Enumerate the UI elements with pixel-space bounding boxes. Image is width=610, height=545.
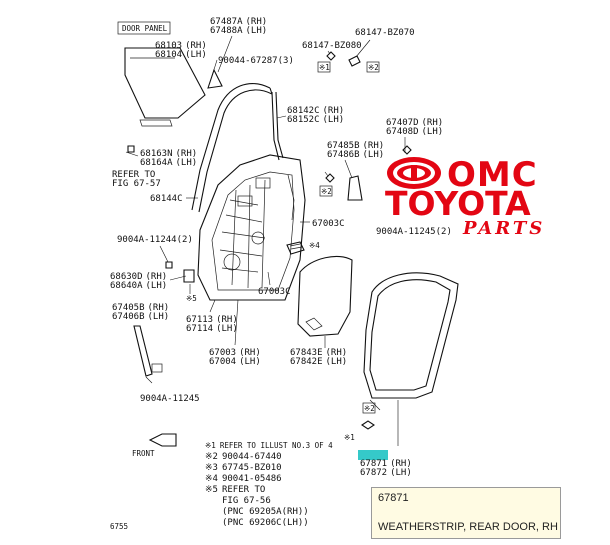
bolt-68163n[interactable] [127, 145, 135, 153]
label-68630d[interactable]: 68630D(RH) [110, 272, 167, 282]
clip-small-1[interactable] [325, 173, 335, 183]
door-inner-panel[interactable] [197, 154, 306, 301]
window-run-channel[interactable] [191, 83, 284, 213]
label-67485b[interactable]: 67485B(RH) [327, 141, 384, 151]
mark-2b: ※2 [321, 187, 332, 196]
label-67003[interactable]: 67003(RH) [209, 348, 261, 358]
door-panel-label: DOOR PANEL [122, 24, 168, 33]
label-68103[interactable]: 68103(RH) [155, 41, 207, 51]
clip-68147-bz080[interactable] [326, 51, 336, 61]
label-67486b[interactable]: 67486B(LH) [327, 150, 384, 160]
clip-box-3 [319, 185, 333, 197]
label-68147-bz070[interactable]: 68147-BZ070 [355, 28, 415, 38]
label-90044-67287[interactable]: 90044-67287(3) [218, 56, 294, 66]
label-67487a[interactable]: 67487A(RH) [210, 17, 267, 27]
note-6: FIG 67-56 [222, 496, 271, 506]
label-67842e[interactable]: 67842E(LH) [290, 357, 347, 367]
logo-omc: OMC [447, 155, 538, 195]
label-67407d[interactable]: 67407D(RH) [386, 118, 443, 128]
page-ref: 6755 [110, 522, 128, 531]
part-description: WEATHERSTRIP, REAR DOOR, RH [378, 521, 558, 533]
refer-to-1: REFER TO [112, 170, 155, 180]
mark-2a: ※2 [368, 63, 379, 72]
part-number: 67871 [378, 492, 409, 504]
label-68142c[interactable]: 68142C(RH) [287, 106, 344, 116]
clip-small-2[interactable] [361, 420, 375, 430]
label-68640a[interactable]: 68640A(LH) [110, 281, 167, 291]
omc-toyota-parts-logo: OMC TOYOTA PARTS [385, 155, 545, 239]
selected-highlight [358, 450, 388, 460]
service-hole-cover[interactable] [297, 255, 353, 337]
label-67488a[interactable]: 67488A(LH) [210, 26, 267, 36]
front-arrow-icon [148, 433, 177, 447]
label-67003c-a[interactable]: 67003C [312, 219, 345, 229]
label-67843e[interactable]: 67843E(RH) [290, 348, 347, 358]
mark-1a: ※1 [319, 63, 330, 72]
weatherstrip-rear-door[interactable] [363, 272, 459, 399]
front-label: FRONT [132, 449, 155, 458]
part-info-tooltip: 67871 WEATHERSTRIP, REAR DOOR, RH [371, 487, 561, 539]
clip-box-2 [366, 61, 380, 73]
clip-67407d[interactable] [402, 145, 412, 155]
label-67405b[interactable]: 67405B(RH) [112, 303, 169, 313]
mark-1b: ※1 [344, 433, 355, 442]
pad-piece[interactable] [286, 241, 305, 255]
label-67872[interactable]: 67872(LH) [360, 468, 412, 478]
label-68144c[interactable]: 68144C [150, 194, 183, 204]
trim-67485b[interactable] [347, 175, 363, 201]
corner-piece[interactable] [207, 68, 223, 89]
door-glass[interactable] [124, 47, 206, 127]
clip-68147-bz070[interactable] [348, 55, 361, 67]
door-panel-box [117, 21, 171, 35]
logo-toyota: TOYOTA [385, 184, 531, 223]
label-67114[interactable]: 67114(LH) [186, 324, 238, 334]
label-9004a-11245-r[interactable]: 9004A-11245(2) [376, 227, 452, 237]
clip-box-4 [362, 402, 376, 414]
fig-67-57[interactable]: FIG 67-57 [112, 179, 161, 189]
clip-box-1 [317, 61, 331, 73]
bolt-9004a-11245[interactable] [151, 363, 163, 373]
sash-channel[interactable] [133, 325, 153, 377]
bolt-9004a-11244[interactable] [165, 261, 173, 269]
mark-5: ※5 [186, 294, 197, 303]
note-7: (PNC 69205A(RH)) [222, 507, 309, 517]
label-68164a[interactable]: 68164A(LH) [140, 158, 197, 168]
mark-4: ※4 [309, 241, 320, 250]
label-67871[interactable]: 67871(RH) [360, 459, 412, 469]
label-67003c-b[interactable]: 67003C [258, 287, 291, 297]
mark-2c: ※2 [364, 404, 375, 413]
door-check-68630d[interactable] [183, 269, 195, 283]
label-67113[interactable]: 67113(RH) [186, 315, 238, 325]
label-68147-bz080[interactable]: 68147-BZ080 [302, 41, 362, 51]
label-68104[interactable]: 68104(LH) [155, 50, 207, 60]
label-68152c[interactable]: 68152C(LH) [287, 115, 344, 125]
logo-parts: PARTS [462, 218, 545, 239]
label-67408d[interactable]: 67408D(LH) [386, 127, 443, 137]
label-9004a-11244[interactable]: 9004A-11244(2) [117, 235, 193, 245]
note-8: (PNC 69206C(LH)) [222, 518, 309, 528]
label-9004a-11245[interactable]: 9004A-11245 [140, 394, 200, 404]
label-67004[interactable]: 67004(LH) [209, 357, 261, 367]
label-67406b[interactable]: 67406B(LH) [112, 312, 169, 322]
label-68163n[interactable]: 68163N(RH) [140, 149, 197, 159]
